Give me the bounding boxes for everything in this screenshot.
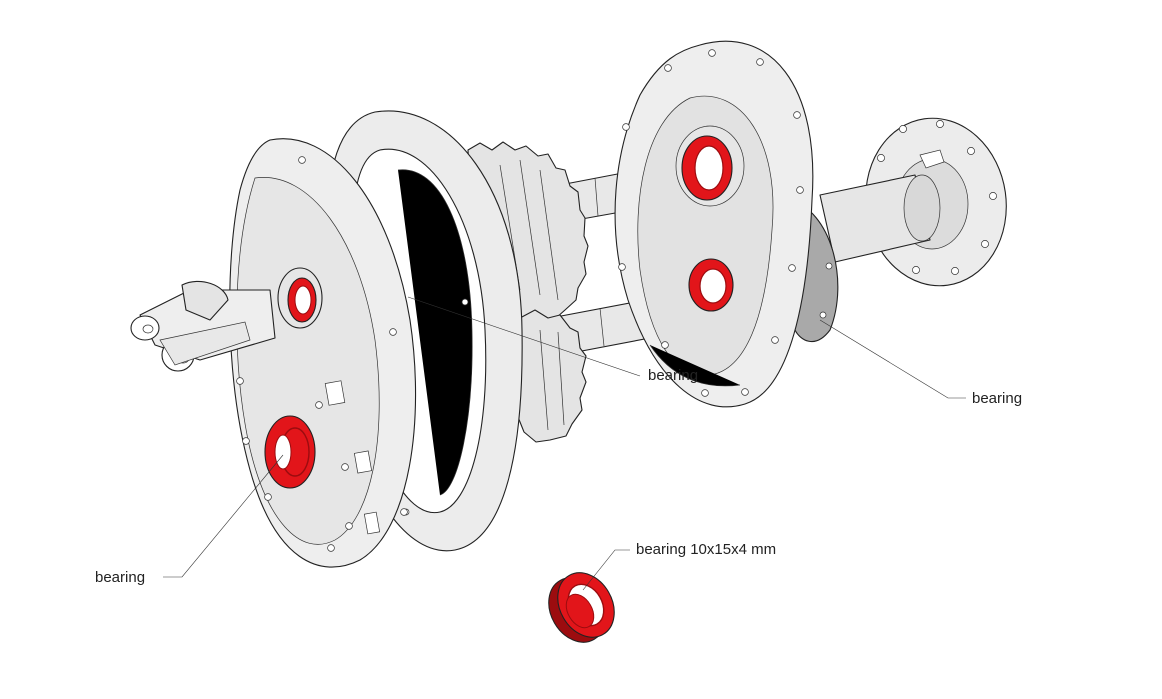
label-bearing-spec: bearing 10x15x4 mm	[636, 541, 776, 558]
callout-center: bearing	[407, 296, 698, 384]
input-clevis	[130, 280, 276, 372]
bearing-seat-left-lower	[264, 415, 316, 489]
right-housing-plate	[614, 40, 814, 408]
callout-right: bearing	[819, 319, 1022, 407]
left-housing-body	[229, 138, 417, 568]
bearing-seat-lower	[688, 258, 734, 312]
label-bearing-center: bearing	[648, 367, 698, 384]
bearing-seat-upper	[675, 125, 745, 207]
label-bearing-left: bearing	[95, 569, 145, 586]
bearing-seat-left-upper	[277, 267, 323, 329]
output-shaft	[819, 174, 941, 263]
label-bearing-right: bearing	[972, 390, 1022, 407]
callout-spec: bearing 10x15x4 mm	[582, 541, 776, 591]
callout-left: bearing	[95, 454, 284, 586]
loose-bearing-10x15x4	[548, 572, 615, 643]
